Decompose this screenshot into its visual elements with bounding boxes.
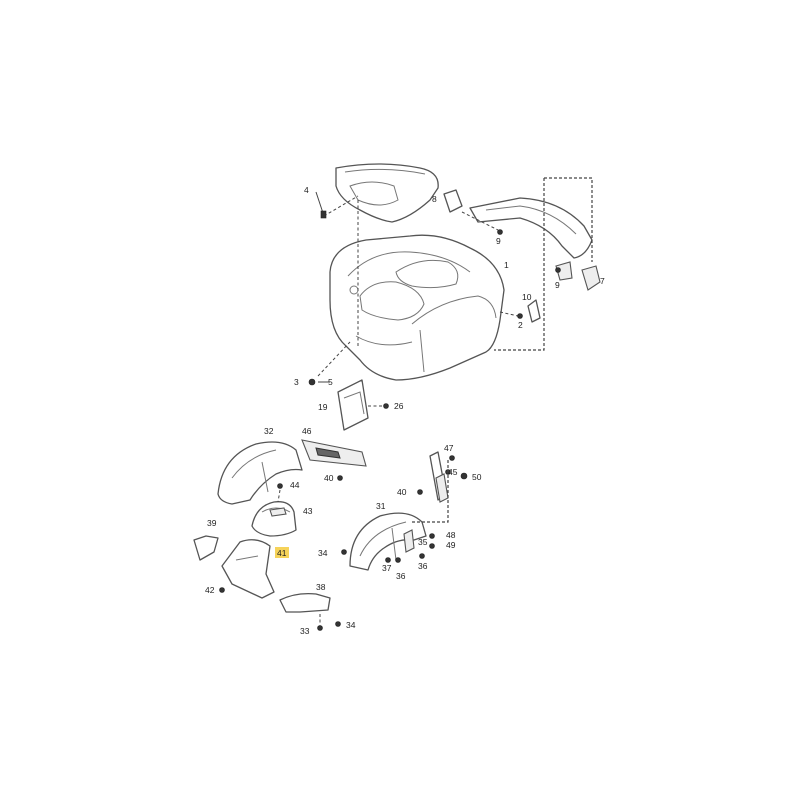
callout-33: 33 xyxy=(300,626,310,636)
main-body-shroud-part-1[interactable] xyxy=(329,234,505,381)
screw-part-4 xyxy=(315,191,359,219)
screw-part-44 xyxy=(277,483,283,503)
callout-34a: 34 xyxy=(318,548,328,558)
tank-part-43[interactable] xyxy=(251,501,297,537)
callout-47: 47 xyxy=(444,443,454,453)
screws-part-34-36-37 xyxy=(341,549,425,563)
callout-36b: 36 xyxy=(396,571,406,581)
callout-49: 49 xyxy=(446,540,456,550)
callout-39: 39 xyxy=(207,518,217,528)
bracket-part-39[interactable] xyxy=(193,535,219,561)
callout-44: 44 xyxy=(290,480,300,490)
callout-48: 48 xyxy=(446,530,456,540)
callout-32: 32 xyxy=(264,426,274,436)
callout-34b: 34 xyxy=(346,620,356,630)
callout-8: 8 xyxy=(432,194,437,204)
callout-7: 7 xyxy=(600,276,605,286)
callout-19: 19 xyxy=(318,402,328,412)
cover-part-46[interactable] xyxy=(301,439,367,467)
trim-part-38[interactable] xyxy=(279,592,331,613)
callout-4: 4 xyxy=(304,185,309,195)
screw-part-3-5 xyxy=(308,341,351,386)
screw-part-2 xyxy=(499,311,523,319)
callout-45: 45 xyxy=(448,467,458,477)
callout-2: 2 xyxy=(518,320,523,330)
callout-46: 46 xyxy=(302,426,312,436)
callout-41[interactable]: 41 xyxy=(277,548,287,558)
clip-part-10[interactable] xyxy=(527,299,541,323)
callout-42: 42 xyxy=(205,585,215,595)
callout-labels: 4 8 9 1 9 7 10 2 3 5 19 26 32 46 47 45 5… xyxy=(205,185,605,636)
callout-35: 35 xyxy=(418,537,428,547)
highlight-callout-41 xyxy=(275,547,289,558)
bracket-part-35[interactable] xyxy=(403,529,415,553)
callout-1: 1 xyxy=(504,260,509,270)
front-guard-part-41[interactable] xyxy=(221,539,275,599)
callout-31: 31 xyxy=(376,501,386,511)
rear-bumper-part-7[interactable] xyxy=(469,197,601,291)
screw-part-33-34 xyxy=(317,614,341,631)
screw-part-26 xyxy=(368,403,389,409)
callout-5: 5 xyxy=(328,377,333,387)
callout-36a: 36 xyxy=(418,561,428,571)
left-fender-part-32[interactable] xyxy=(217,441,303,505)
callout-40b: 40 xyxy=(397,487,407,497)
lever-group-bracket xyxy=(410,460,449,523)
bracket-part-19[interactable] xyxy=(337,379,369,431)
assembly-group-bracket xyxy=(494,177,593,351)
callout-9b: 9 xyxy=(555,280,560,290)
callout-43: 43 xyxy=(303,506,313,516)
screw-part-42 xyxy=(219,587,225,593)
seat-cover-part-4[interactable] xyxy=(335,163,439,223)
callout-10: 10 xyxy=(522,292,532,302)
callout-50: 50 xyxy=(472,472,482,482)
lever-part-45[interactable] xyxy=(429,451,449,503)
callout-37: 37 xyxy=(382,563,392,573)
callout-3: 3 xyxy=(294,377,299,387)
callout-26: 26 xyxy=(394,401,404,411)
screw-part-40a xyxy=(337,475,343,481)
callout-9: 9 xyxy=(496,236,501,246)
screw-part-9 xyxy=(461,211,561,273)
bracket-part-8[interactable] xyxy=(443,189,463,213)
right-fender-part-31[interactable] xyxy=(349,512,427,571)
callout-38: 38 xyxy=(316,582,326,592)
callout-40a: 40 xyxy=(324,473,334,483)
